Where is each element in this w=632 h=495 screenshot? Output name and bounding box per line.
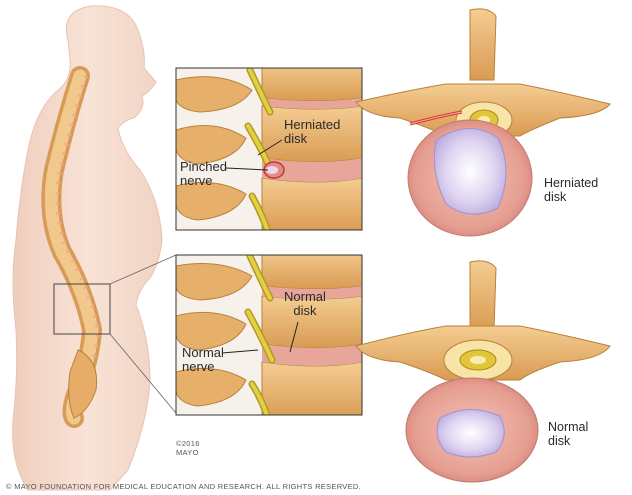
label-herniated-disk-cross: Herniated disk	[544, 176, 599, 204]
label-herniated-disk-inset: Herniated disk	[284, 117, 341, 147]
copyright-org: MAYO	[176, 447, 199, 457]
zoom-region-box	[53, 283, 111, 335]
spine-column	[41, 66, 103, 428]
normal-cross-section	[355, 260, 611, 483]
label-normal-disk-inset: Normal disk	[284, 289, 326, 319]
footer-rights: © MAYO FOUNDATION FOR MEDICAL EDUCATION …	[6, 482, 361, 491]
body-silhouette	[12, 5, 163, 491]
label-normal-disk-cross: Normal disk	[548, 420, 589, 448]
normal-inset	[176, 255, 362, 415]
label-normal-nerve: Normal nerve	[182, 345, 224, 375]
herniated-inset	[176, 68, 362, 230]
copyright-year: ©2016	[176, 439, 200, 448]
label-pinched-nerve: Pinched nerve	[180, 159, 227, 189]
herniated-cross-section	[355, 8, 611, 237]
copyright-block: ©2016 MAYO	[176, 439, 200, 457]
